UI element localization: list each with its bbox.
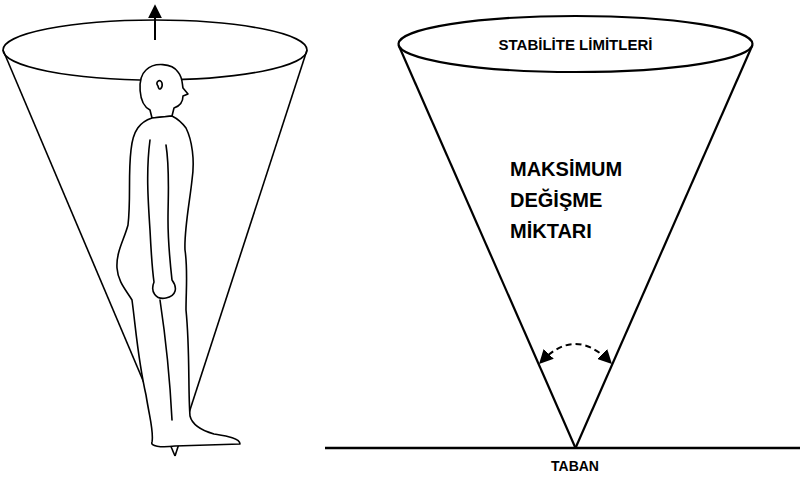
cone-label: MAKSİMUM DEĞİŞME MİKTARI <box>510 154 622 247</box>
base-line <box>325 447 800 450</box>
stability-limits-ellipse: STABİLİTE LİMİTLERİ <box>397 14 754 74</box>
human-figure <box>117 65 240 447</box>
angle-arc <box>541 344 610 362</box>
ellipse-label: STABİLİTE LİMİTLERİ <box>499 36 653 53</box>
up-arrow <box>154 7 156 40</box>
stability-cone <box>3 20 307 456</box>
cone-region: MAKSİMUM DEĞİŞME MİKTARI <box>397 14 754 450</box>
base-label: TABAN <box>551 458 599 474</box>
